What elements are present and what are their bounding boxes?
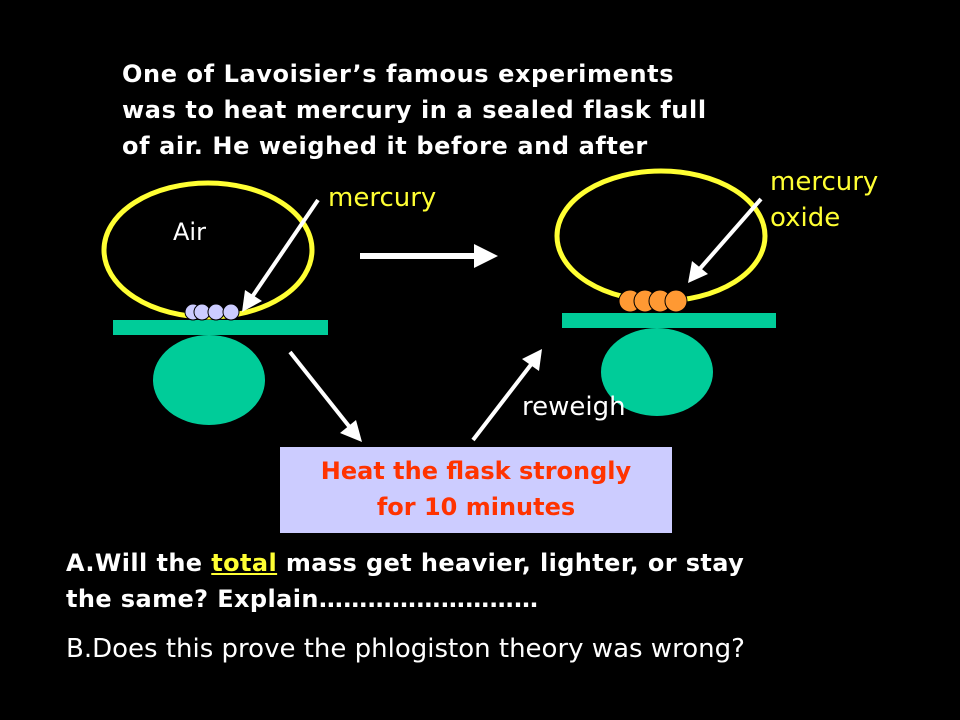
left-balance-base [153,335,265,425]
reweigh-label: reweigh [522,392,626,422]
question-a-line-2: the same? Explain……………………… [66,585,539,613]
right-balance-pan [562,313,776,328]
mercury-pointer-arrow [242,198,320,312]
question-a-line-1: A.Will the total mass get heavier, light… [66,545,744,581]
question-a: A.Will the total mass get heavier, light… [66,545,744,617]
mercury-label: mercury [328,183,437,213]
intro-text: One of Lavoisier’s famous experiments wa… [122,56,707,164]
intro-line-1: One of Lavoisier’s famous experiments [122,60,675,88]
mercury-oxide-droplets [618,289,688,313]
heat-instruction-box: Heat the flask strongly for 10 minutes [280,447,672,533]
intro-line-3: of air. He weighed it before and after [122,132,648,160]
right-balance-base [601,328,713,416]
question-a-underlined-word: total [211,549,278,577]
question-a-prefix: A.Will the [66,549,212,577]
left-balance-pan [113,320,328,335]
heat-line-2: for 10 minutes [376,493,576,521]
left-flask [101,180,315,320]
reweigh-up-arrow [471,349,542,442]
mercury-oxide-pointer-arrow [688,197,763,283]
mercury-oxide-label-line-1: mercury [770,167,879,197]
right-flask [554,168,768,304]
heat-down-arrow [288,350,362,442]
reaction-arrow [360,244,498,268]
question-a-suffix: mass get heavier, lighter, or stay [277,549,745,577]
heat-line-1: Heat the flask strongly [320,457,632,485]
question-b: B.Does this prove the phlogiston theory … [66,634,745,664]
intro-line-2: was to heat mercury in a sealed flask fu… [122,96,707,124]
mercury-oxide-label-line-2: oxide [770,203,841,233]
air-label: Air [173,218,206,246]
mercury-droplets [184,303,240,321]
mercury-oxide-label: mercury oxide [770,164,878,236]
